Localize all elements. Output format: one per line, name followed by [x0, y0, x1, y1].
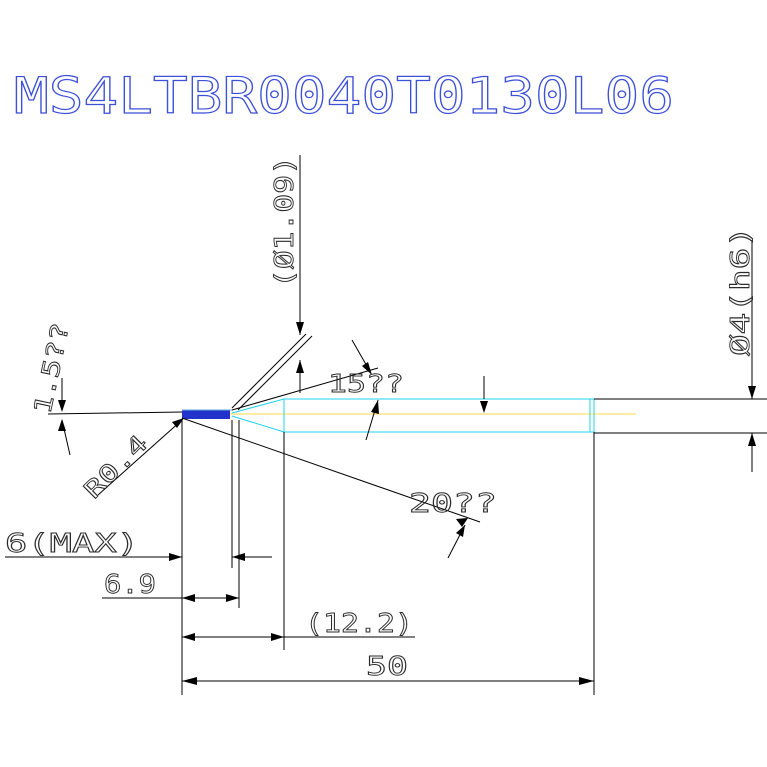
- cutting-edge: [182, 410, 230, 419]
- dim-neck-length: 6.9: [104, 570, 156, 600]
- dim-dia-shank: Ø4(h6): [726, 226, 756, 356]
- dim-angle-15: 15??: [328, 369, 404, 398]
- tool-outline: [182, 398, 767, 434]
- dim-angle-tip: 1.5??: [28, 320, 75, 416]
- dim-radius: R0.4: [78, 429, 153, 504]
- dim-dia-neck: (Ø1.09): [270, 156, 300, 288]
- dim-taper-length: (12.2): [305, 609, 413, 639]
- dimension-lines: [5, 155, 756, 695]
- dim-overall-length: 50: [366, 652, 408, 682]
- part-number-title: MS4LTBR0040T0130L06: [14, 67, 674, 125]
- dim-angle-20: 20??: [409, 489, 497, 519]
- dimension-labels: (Ø1.09) Ø4(h6) 1.5?? R0.4 15?? 20?? 6(MA…: [5, 156, 757, 683]
- dim-flute-length: 6(MAX): [5, 529, 139, 559]
